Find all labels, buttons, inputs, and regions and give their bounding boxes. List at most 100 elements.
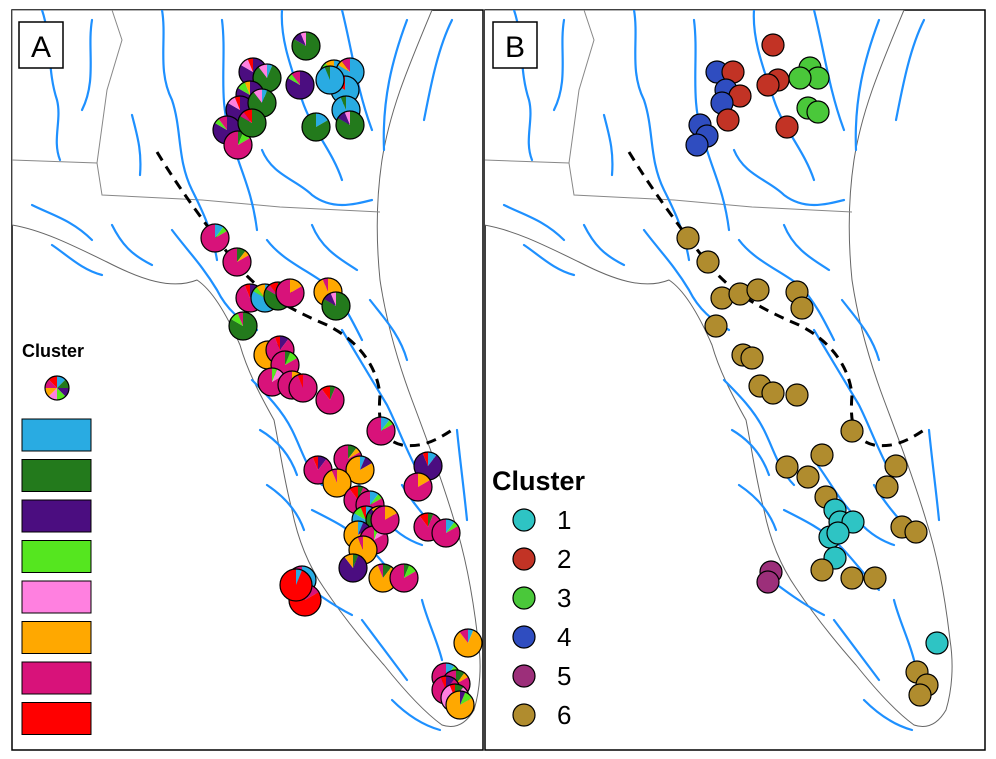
site-cluster-dot bbox=[704, 314, 728, 338]
pie-slice bbox=[446, 691, 475, 719]
pie-slice bbox=[446, 519, 455, 533]
pie-slice bbox=[234, 96, 240, 110]
legend-b-dot bbox=[512, 664, 536, 688]
site-cluster-dot bbox=[904, 520, 928, 544]
site-cluster-dot bbox=[840, 566, 864, 590]
pie-slice bbox=[214, 118, 227, 130]
pie-slice bbox=[244, 284, 250, 298]
pie-slice bbox=[285, 351, 291, 365]
pie-slice bbox=[279, 569, 312, 602]
pie-slice bbox=[377, 564, 383, 578]
site-pie-marker bbox=[345, 455, 375, 485]
panel-a-pie-markers bbox=[200, 31, 483, 720]
site-cluster-dot bbox=[676, 226, 700, 250]
pie-slice bbox=[344, 554, 353, 568]
pie-slice bbox=[331, 469, 337, 483]
site-pie-marker bbox=[335, 110, 365, 140]
site-pie-marker bbox=[275, 278, 305, 308]
pie-slice bbox=[45, 379, 57, 388]
site-cluster-dot bbox=[761, 33, 785, 57]
site-cluster-dot bbox=[756, 73, 780, 97]
pie-slice bbox=[224, 131, 253, 160]
site-pie-marker bbox=[288, 373, 318, 403]
pie-slice bbox=[337, 60, 350, 72]
pie-slice bbox=[367, 417, 396, 446]
panel-a-map bbox=[12, 10, 483, 732]
pie-slice bbox=[446, 521, 459, 533]
site-cluster-dot bbox=[788, 66, 812, 90]
pie-outline bbox=[237, 108, 267, 138]
site-cluster-dot bbox=[761, 381, 785, 405]
pie-slice bbox=[272, 369, 285, 382]
pie-slice bbox=[428, 452, 437, 466]
pie-slice bbox=[360, 506, 366, 520]
pie-slice bbox=[272, 368, 278, 382]
pie-slice bbox=[404, 473, 433, 502]
panel-b-label-box bbox=[492, 21, 538, 69]
pie-slice bbox=[370, 493, 383, 505]
pie-slice bbox=[370, 491, 379, 505]
site-pie-marker bbox=[285, 70, 315, 100]
pie-slice bbox=[237, 82, 250, 95]
pie-slice bbox=[330, 292, 336, 306]
pie-outline bbox=[291, 31, 321, 61]
pie-slice bbox=[45, 388, 57, 397]
pie-slice bbox=[337, 112, 350, 125]
site-cluster-dot bbox=[863, 566, 887, 590]
legend-a-swatch bbox=[21, 540, 92, 573]
pie-slice bbox=[318, 456, 327, 470]
pie-slice bbox=[454, 630, 482, 657]
pie-slice bbox=[296, 569, 303, 585]
pie-outline bbox=[322, 468, 352, 498]
site-cluster-dot bbox=[775, 455, 799, 479]
pie-slice bbox=[341, 58, 350, 72]
legend-a-swatch bbox=[21, 459, 92, 492]
site-cluster-dot bbox=[925, 631, 949, 655]
pie-slice bbox=[223, 248, 251, 277]
site-pie-marker bbox=[338, 553, 368, 583]
pie-slice bbox=[456, 670, 465, 684]
pie-slice bbox=[459, 629, 468, 643]
pie-slice bbox=[353, 554, 359, 568]
pie-outline bbox=[366, 416, 396, 446]
site-cluster-dot bbox=[790, 296, 814, 320]
legend-b-label: 2 bbox=[557, 544, 571, 574]
pie-slice bbox=[287, 73, 300, 85]
pie-slice bbox=[322, 278, 328, 292]
pie-slice bbox=[258, 64, 267, 78]
site-pie-marker bbox=[321, 291, 351, 321]
site-pie-marker bbox=[403, 472, 433, 502]
pie-slice bbox=[440, 676, 446, 690]
site-cluster-dot bbox=[775, 115, 799, 139]
pie-slice bbox=[460, 692, 473, 705]
site-pie-marker bbox=[389, 563, 419, 593]
pie-slice bbox=[340, 96, 346, 110]
pie-outline bbox=[431, 518, 461, 548]
legend-b-label: 3 bbox=[557, 583, 571, 613]
legend-a-pie-icon bbox=[44, 375, 70, 401]
site-cluster-dot bbox=[740, 346, 764, 370]
site-cluster-dot bbox=[785, 383, 809, 407]
site-pie-marker bbox=[322, 468, 352, 498]
pie-slice bbox=[339, 555, 368, 582]
site-pie-marker bbox=[315, 385, 345, 415]
site-cluster-dot bbox=[746, 278, 770, 302]
panel-a: A Cluster bbox=[11, 9, 484, 751]
legend-b-title: Cluster bbox=[492, 466, 586, 496]
pie-slice bbox=[276, 279, 305, 307]
pie-outline bbox=[321, 291, 351, 321]
pie-slice bbox=[316, 66, 345, 94]
legend-a-swatch bbox=[21, 661, 92, 695]
pie-slice bbox=[262, 89, 268, 103]
pie-slice bbox=[240, 59, 253, 72]
pie-slice bbox=[348, 445, 357, 459]
site-pie-marker bbox=[431, 518, 461, 548]
pie-slice bbox=[243, 109, 252, 123]
site-pie-marker bbox=[200, 223, 230, 253]
pie-slice bbox=[390, 564, 419, 593]
pie-slice bbox=[344, 111, 350, 125]
pie-slice bbox=[230, 313, 243, 326]
pie-slice bbox=[349, 486, 358, 500]
site-pie-marker bbox=[237, 108, 267, 138]
